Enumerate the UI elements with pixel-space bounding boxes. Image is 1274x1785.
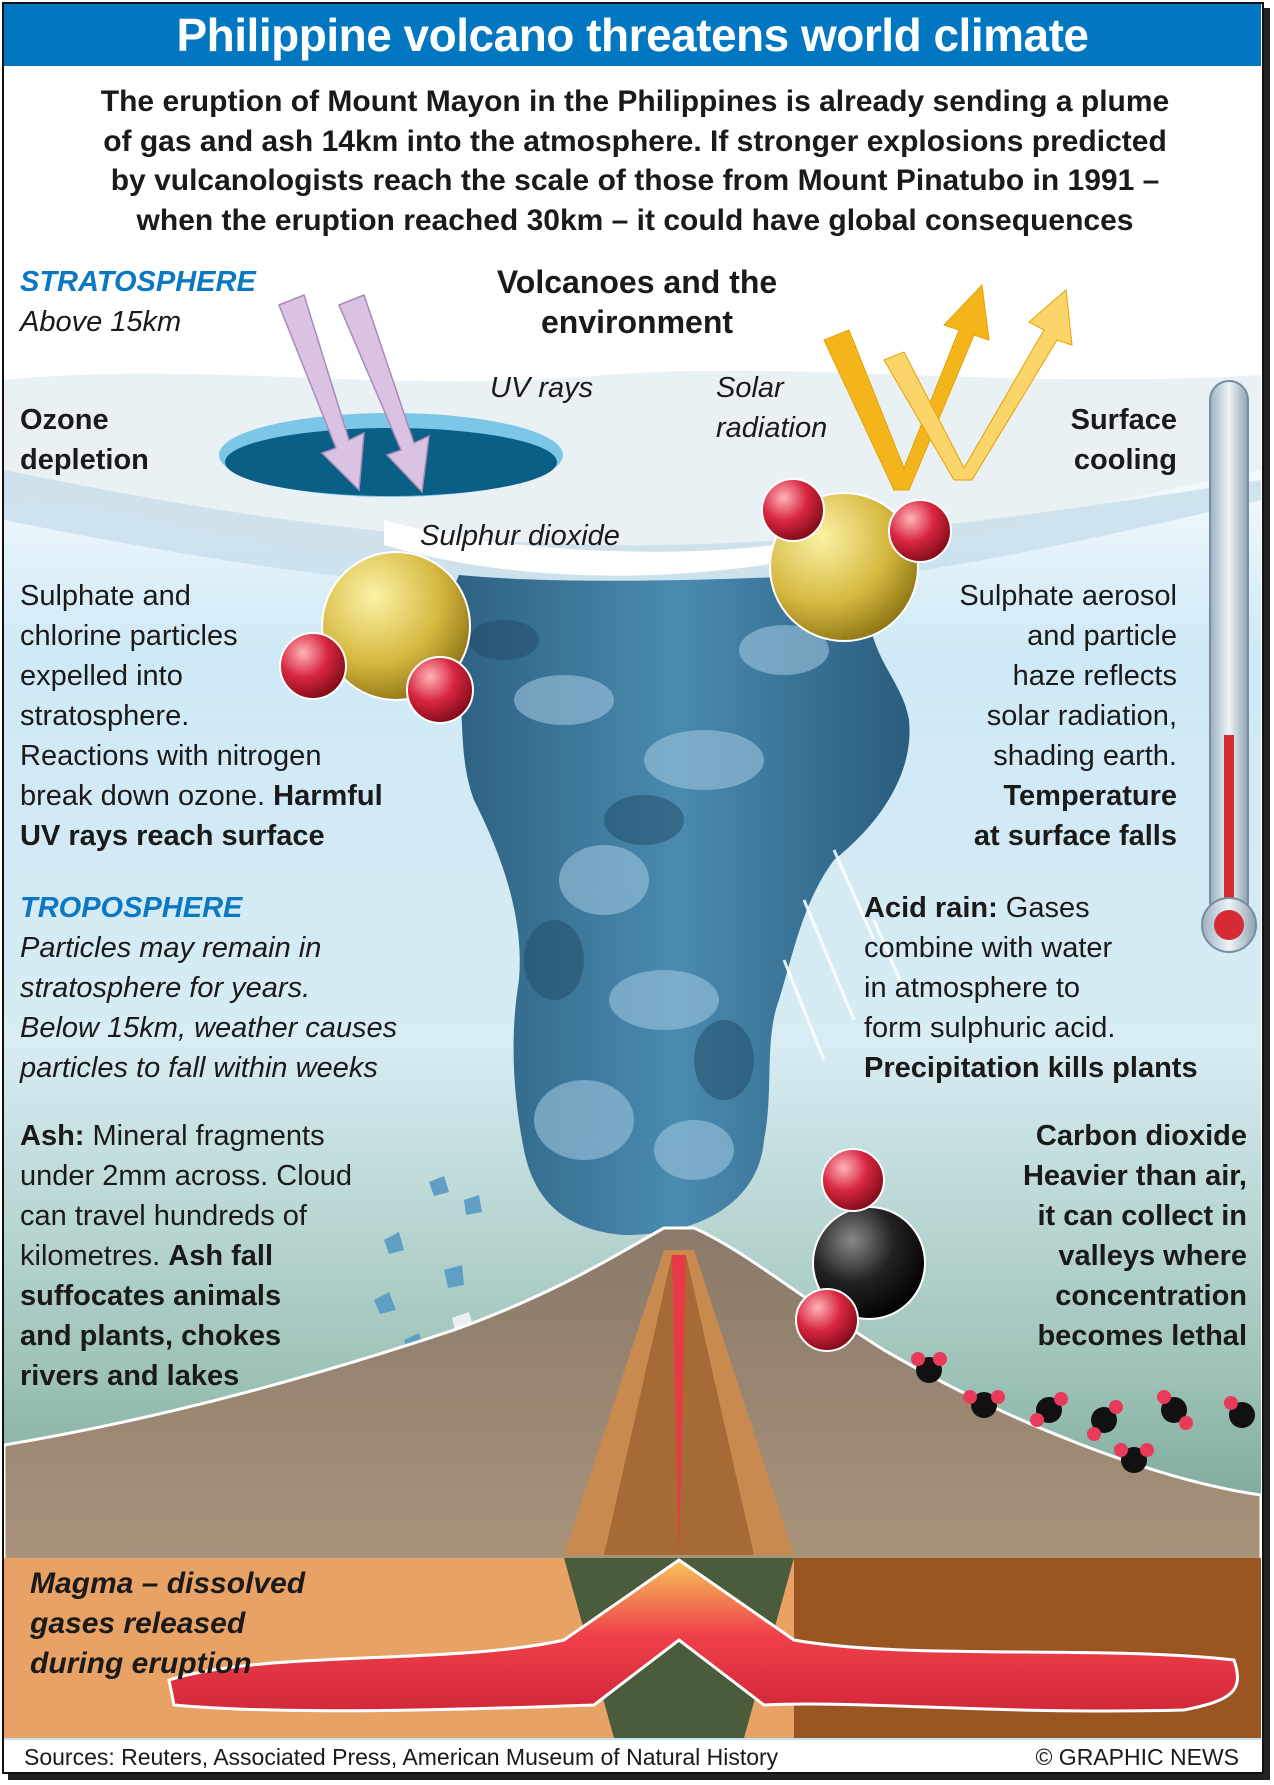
stratosphere-title: STRATOSPHERE — [20, 266, 256, 298]
text-line: Heavier than air, — [1022, 1160, 1247, 1192]
text-line: valleys where — [1058, 1240, 1247, 1272]
ozone-line: depletion — [20, 444, 149, 476]
text-line: suffocates animals — [20, 1280, 282, 1312]
copyright-credit: © GRAPHIC NEWS — [1035, 1744, 1239, 1770]
ozone-depletion-label: Ozone depletion — [20, 400, 149, 480]
text-line: and plants, chokes — [20, 1320, 282, 1352]
stratosphere-subtitle: Above 15km — [20, 306, 182, 338]
text-line: can travel hundreds of — [20, 1200, 307, 1232]
text-span-bold: Harmful — [273, 780, 383, 812]
solar-line: radiation — [716, 412, 828, 444]
text-line: it can collect in — [1037, 1200, 1248, 1232]
intro-line: The eruption of Mount Mayon in the Phili… — [100, 85, 1170, 118]
text-line: stratosphere. — [20, 700, 190, 732]
uv-rays-label: UV rays — [490, 372, 594, 404]
text-line: Sulphate aerosol — [959, 580, 1177, 612]
text-line: shading earth. — [993, 740, 1177, 772]
text-line: in atmosphere to — [864, 972, 1081, 1004]
text-line: Particles may remain in — [20, 932, 322, 964]
text-line: Temperature — [1003, 780, 1177, 812]
volcano-illustration — [4, 258, 1261, 1738]
acid-rain-streaks — [782, 849, 906, 1061]
text-line: and particle — [1027, 620, 1177, 652]
ozone-line: Ozone — [20, 404, 109, 436]
text-line: stratosphere for years. — [20, 972, 311, 1004]
surface-cooling-line: Surface — [1070, 404, 1177, 436]
troposphere-title: TROPOSPHERE — [20, 892, 243, 924]
intro-line: by vulcanologists reach the scale of tho… — [110, 164, 1160, 197]
text-line: Below 15km, weather causes — [20, 1012, 398, 1044]
text-line: Sulphate and — [20, 580, 191, 612]
text-line: Reactions with nitrogen — [20, 740, 322, 772]
solar-radiation-label: Solar radiation — [716, 368, 827, 448]
text-line: chlorine particles — [20, 620, 238, 652]
text-line: Precipitation kills plants — [864, 1052, 1198, 1084]
surface-cooling-line: cooling — [1073, 444, 1177, 476]
surface-cooling-label: Surface cooling — [977, 400, 1177, 480]
sulphur-dioxide-molecule-right — [761, 478, 952, 642]
acid-rain-text: Acid rain: Gases combine with water in a… — [864, 888, 1198, 1088]
text-span-bold: Ash: — [20, 1120, 85, 1152]
text-span: Gases — [997, 892, 1090, 924]
thermometer-icon — [1201, 380, 1257, 953]
text-line: expelled into — [20, 660, 183, 692]
stratosphere-label: STRATOSPHERE Above 15km — [20, 262, 256, 342]
solar-radiation-arrows — [823, 283, 1073, 491]
text-line: Carbon dioxide — [1035, 1120, 1247, 1152]
magma-label: Magma – dissolved gases released during … — [30, 1564, 305, 1684]
eruption-plume — [443, 575, 910, 1235]
intro-line: of gas and ash 14km into the atmosphere.… — [103, 124, 1167, 158]
text-line: particles to fall within weeks — [20, 1052, 378, 1084]
text-line: haze reflects — [1012, 660, 1177, 692]
text-line: kilometres. Ash fall — [20, 1236, 352, 1276]
uv-arrows — [278, 294, 430, 494]
heading-line: Volcanoes and the — [496, 264, 778, 300]
small-co2-molecules — [911, 1352, 1255, 1473]
text-span-bold: Ash fall — [168, 1240, 274, 1272]
text-line: becomes lethal — [1037, 1320, 1247, 1352]
text-line: under 2mm across. Cloud — [20, 1160, 353, 1192]
intro-paragraph: The eruption of Mount Mayon in the Phili… — [10, 82, 1260, 240]
text-line: concentration — [1055, 1280, 1247, 1312]
page-title: Philippine volcano threatens world clima… — [4, 4, 1261, 66]
sources-text: Sources: Reuters, Associated Press, Amer… — [24, 1744, 779, 1770]
section-heading: Volcanoes and the environment — [437, 262, 837, 342]
heading-line: environment — [540, 304, 734, 340]
text-line: at surface falls — [973, 820, 1177, 852]
sulphur-dioxide-molecule-left — [279, 551, 474, 724]
magma-chamber — [167, 1558, 1239, 1713]
footer: Sources: Reuters, Associated Press, Amer… — [4, 1738, 1261, 1774]
text-span: break down ozone. — [20, 780, 274, 812]
solar-line: Solar — [716, 372, 784, 404]
text-line: UV rays reach surface — [20, 820, 325, 852]
intro-line: when the eruption reached 30km – it coul… — [136, 203, 1134, 237]
text-line: gases released — [30, 1607, 246, 1640]
carbon-dioxide-text: Carbon dioxide Heavier than air, it can … — [900, 1116, 1247, 1356]
text-span-bold: Acid rain: — [864, 892, 998, 924]
text-line: Ash: Mineral fragments — [20, 1116, 352, 1156]
sulphate-aerosol-text: Sulphate aerosol and particle haze refle… — [877, 576, 1177, 856]
text-line: during eruption — [30, 1647, 252, 1680]
text-line: Magma – dissolved — [30, 1567, 306, 1600]
text-line: solar radiation, — [986, 700, 1177, 732]
text-span: Mineral fragments — [84, 1120, 325, 1152]
text-line: break down ozone. Harmful — [20, 776, 383, 816]
sulphur-dioxide-label: Sulphur dioxide — [420, 520, 620, 552]
ash-text: Ash: Mineral fragments under 2mm across.… — [20, 1116, 352, 1396]
text-line: form sulphuric acid. — [864, 1012, 1116, 1044]
text-line: combine with water — [864, 932, 1113, 964]
troposphere-text: TROPOSPHERE Particles may remain in stra… — [20, 888, 397, 1088]
text-span: kilometres. — [20, 1240, 169, 1272]
text-line: rivers and lakes — [20, 1360, 240, 1392]
text-line: Acid rain: Gases — [864, 888, 1198, 928]
carbon-dioxide-molecule — [795, 1148, 926, 1352]
sulphate-particles-text: Sulphate and chlorine particles expelled… — [20, 576, 383, 856]
